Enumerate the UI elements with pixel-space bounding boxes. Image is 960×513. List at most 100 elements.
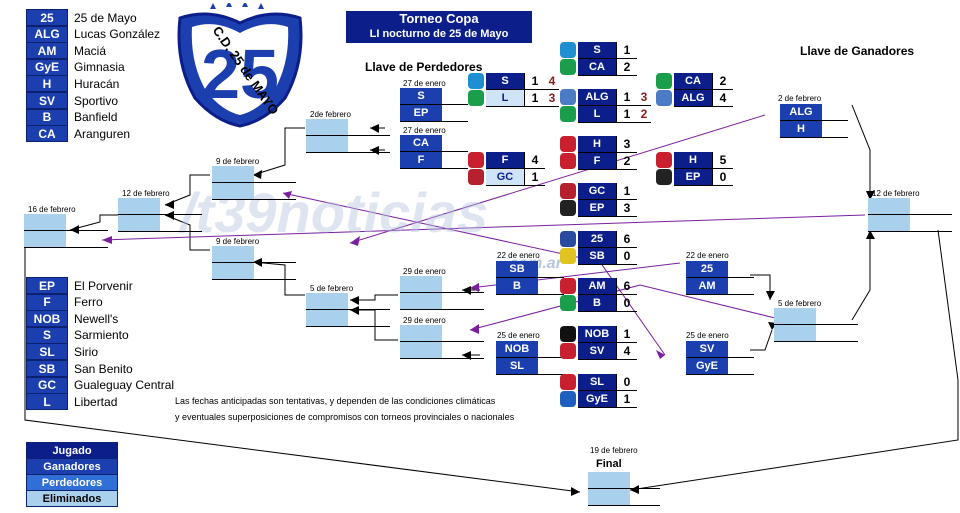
slot-2feb <box>306 119 390 155</box>
legend-row: B Banfield <box>26 108 118 126</box>
slot-5feb-left <box>306 293 390 329</box>
team-crest-icon <box>468 152 484 168</box>
slot-29jan-b <box>400 325 484 361</box>
result-team: AM <box>578 278 616 294</box>
team-code: SV <box>26 92 68 109</box>
llave-ganadores-heading: Llave de Ganadores <box>800 44 915 58</box>
slot-team: ALG <box>780 104 822 120</box>
result-team: L <box>486 90 524 106</box>
result-score: 3 <box>616 136 637 152</box>
date-label: 25 de enero <box>686 331 729 340</box>
result-team: SB <box>578 248 616 264</box>
team-name: 25 de Mayo <box>74 10 137 25</box>
team-code: B <box>26 108 68 126</box>
slot-9feb-a <box>212 166 296 202</box>
result-score: 6 <box>616 231 637 247</box>
svg-text:25: 25 <box>201 35 279 113</box>
result-score: 0 <box>616 295 637 311</box>
team-crest-icon <box>468 169 484 185</box>
slot-12feb-right <box>868 198 952 234</box>
team-code: NOB <box>26 310 68 328</box>
result-score: 1 <box>616 42 637 58</box>
result-score-2: 3 <box>640 90 648 104</box>
legend-row: GyE Gimnasia <box>26 58 125 76</box>
slot-team: 25 <box>686 261 728 277</box>
result-score: 0 <box>616 248 637 264</box>
team-code: F <box>26 293 68 311</box>
slot-team: H <box>780 121 822 137</box>
date-label: 25 de enero <box>497 331 540 340</box>
date-label: 2 de febrero <box>778 94 822 103</box>
team-name: Banfield <box>74 110 118 125</box>
slot-team: S <box>400 88 442 104</box>
final-label: Final <box>596 458 622 470</box>
result-team: NOB <box>578 326 616 342</box>
result-score-2: 4 <box>548 74 556 88</box>
team-code: H <box>26 75 68 93</box>
result-team: SV <box>578 343 616 359</box>
slot-team: AM <box>686 278 728 294</box>
key-ganadores: Ganadores <box>26 458 118 475</box>
team-crest-icon <box>560 248 576 264</box>
slot-team: F <box>400 152 442 168</box>
club-shield-logo: 25 C.D. 25 de MAYO <box>177 3 303 128</box>
team-crest-icon <box>560 278 576 294</box>
team-crest-icon <box>656 73 672 89</box>
team-crest-icon <box>560 343 576 359</box>
result-score-2: 3 <box>548 91 556 105</box>
team-crest-icon <box>560 153 576 169</box>
result-score: 4 <box>616 343 637 359</box>
slot-team: B <box>496 278 538 294</box>
key-jugado: Jugado <box>26 442 118 459</box>
slot-5feb-right <box>774 308 858 344</box>
result-team: S <box>578 42 616 58</box>
team-crest-icon <box>560 200 576 216</box>
team-crest-icon <box>656 152 672 168</box>
team-code: S <box>26 326 68 344</box>
team-crest-icon <box>560 59 576 75</box>
result-team: S <box>486 73 524 89</box>
team-crest-icon <box>560 89 576 105</box>
result-score: 1 <box>616 326 637 342</box>
result-team: F <box>578 153 616 169</box>
result-team: EP <box>578 200 616 216</box>
team-crest-icon <box>560 374 576 390</box>
result-team: CA <box>578 59 616 75</box>
date-label: 9 de febrero <box>216 157 260 166</box>
title-line1: Torneo Copa <box>399 11 479 26</box>
result-team: H <box>674 152 712 168</box>
title-line2: LI nocturno de 25 de Mayo <box>369 28 509 40</box>
date-label: 16 de febrero <box>28 205 76 214</box>
result-score: 6 <box>616 278 637 294</box>
slot-team: CA <box>400 135 442 151</box>
team-crest-icon <box>656 169 672 185</box>
team-name: Gimnasia <box>74 60 125 75</box>
slot-29jan-a <box>400 276 484 312</box>
result-team: GyE <box>578 391 616 407</box>
slot-25jan-right: SV GyE <box>686 341 754 377</box>
team-name: Gualeguay Central <box>74 378 175 393</box>
result-team: F <box>486 152 524 168</box>
result-team: ALG <box>578 89 616 105</box>
result-team: GC <box>486 169 524 185</box>
slot-2feb-right: ALG H <box>780 104 848 140</box>
team-code: GyE <box>26 58 68 76</box>
team-name: Maciá <box>74 43 107 58</box>
result-team: EP <box>674 169 712 185</box>
